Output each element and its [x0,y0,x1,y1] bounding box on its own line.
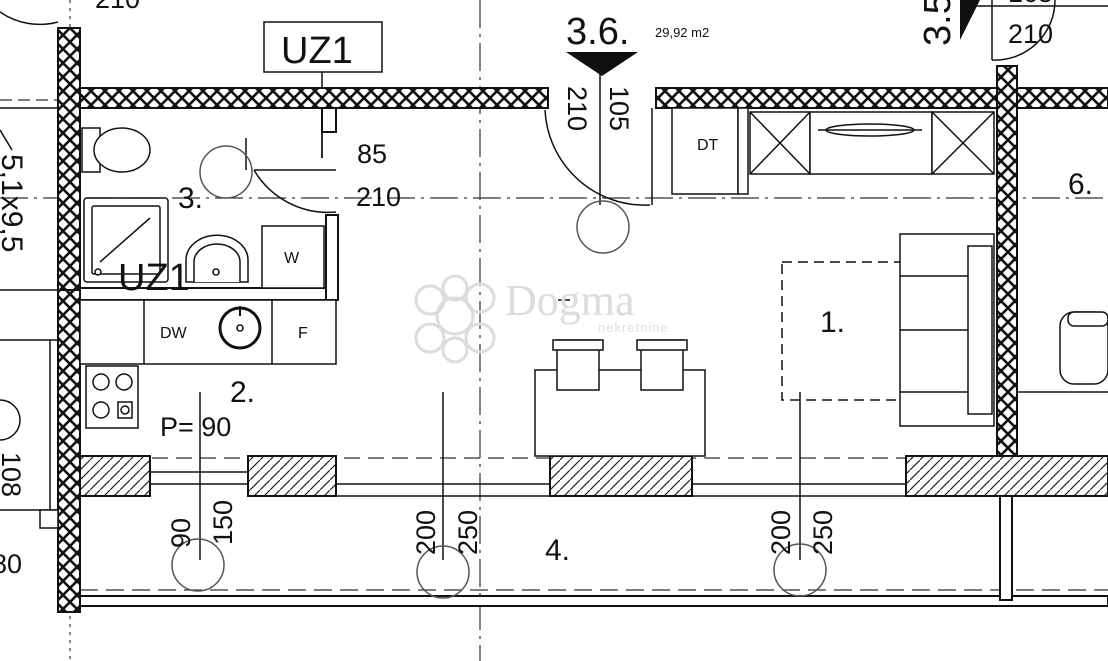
labels: 210 UZ1 3.6. 29,92 m2 3.5 165 210 210 10… [0,0,1093,579]
left-dim-corner: 80 [0,549,22,579]
kitchen [79,299,337,429]
facade-wall-2 [247,455,337,497]
room-next: 6. [1068,168,1093,201]
left-dim-bottom: 108 [0,452,26,497]
washer-box [261,225,325,289]
lights [171,145,827,599]
wall-top-left [57,87,549,109]
tag-box-uz1: UZ1 [281,30,353,72]
dryer-label: DT [697,137,719,154]
dimension-leaders [199,21,801,560]
wall-bath-right [325,214,339,301]
storage-units [671,107,995,195]
elevation-markers [566,0,980,76]
facade-wall-1 [79,455,151,497]
room-bath: 3. [178,182,203,215]
window-1-b: 150 [208,500,238,545]
window-2-a: 200 [411,510,441,555]
area-value: 29,92 m2 [655,25,709,40]
wall-right [996,65,1018,459]
window-1-a: 90 [166,518,196,548]
watermark: Dogma nekretnine [414,274,669,364]
area-code: 3.6. [566,11,629,53]
room-kitchen: 2. [230,376,255,409]
bathroom [81,127,325,289]
dim-top-left: 210 [95,0,140,14]
room-terrace: 4. [545,534,570,567]
facade-wall-3 [549,455,693,497]
dishwasher-label: DW [160,325,188,342]
window-3-a: 200 [766,510,796,555]
dining [534,339,706,457]
dim-top-right-1: 165 [1008,0,1053,8]
wall-stub [321,107,337,133]
window-3-b: 250 [808,510,838,555]
facade [79,455,1108,607]
door-bath-height: 210 [356,182,401,212]
dryer-box [671,107,739,195]
watermark-subtitle: nekretnine [598,320,669,335]
toilet-bowl [93,127,151,173]
left-dim-top: 5,1x9,5 [0,154,28,252]
wall-left-upper [57,27,81,291]
room-living: 1. [820,306,845,339]
walls [57,27,1108,613]
watermark-title: Dogma [505,276,635,325]
door-bath-width: 85 [357,139,387,169]
living [781,233,1108,427]
door-main-a: 210 [562,86,592,131]
neighbor-code: 3.5 [917,0,959,46]
terrace-edge [79,595,1108,607]
fridge-label: F [298,325,308,342]
doors [245,0,1108,214]
parapet-label: P= 90 [160,412,231,442]
washer-label: W [284,250,300,267]
door-main-b: 105 [604,86,634,131]
left-area [0,11,59,529]
window-2-b: 250 [453,510,483,555]
tag-small-uz1: UZ1 [118,257,190,299]
facade-wall-4 [905,455,1108,497]
wall-left-lower [57,289,81,613]
wall-top-right [655,87,1108,109]
kitchen-counter [79,299,337,365]
dim-top-right-2: 210 [1008,19,1053,49]
